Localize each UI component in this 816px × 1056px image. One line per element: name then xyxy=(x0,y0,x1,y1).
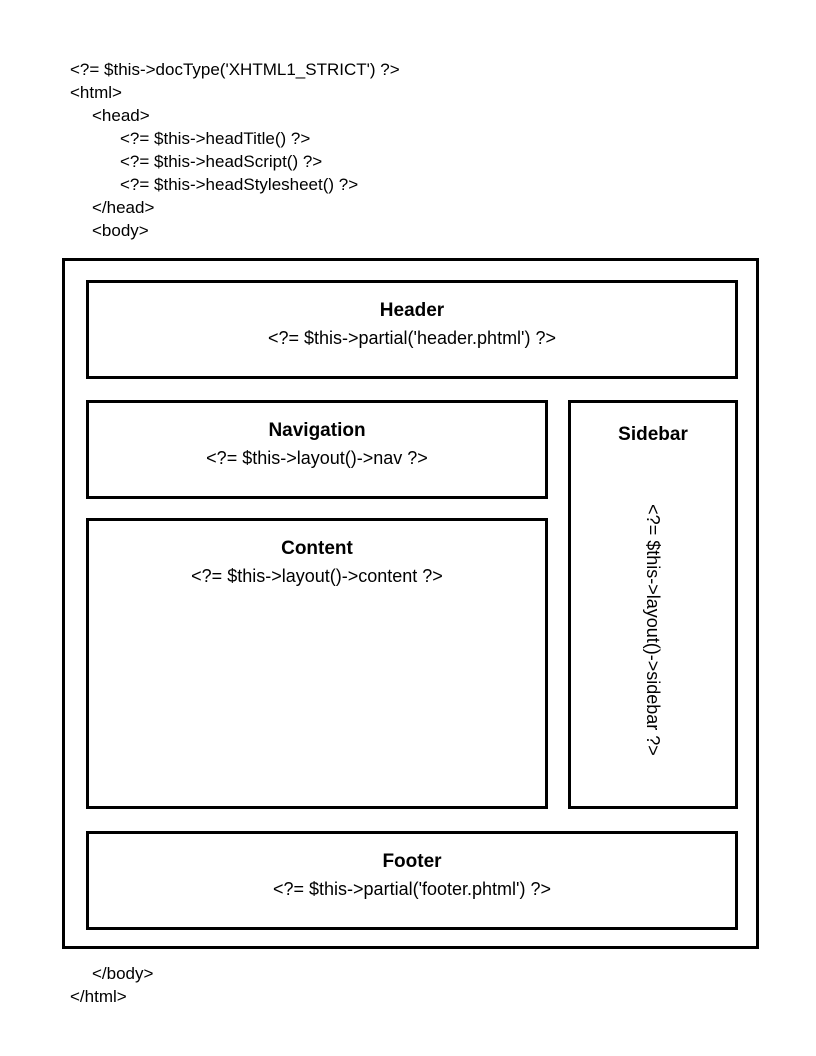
sidebar-region-box: Sidebar <?= $this->layout()->sidebar ?> xyxy=(568,400,738,809)
header-region-code: <?= $this->partial('header.phtml') ?> xyxy=(267,328,557,348)
layout-container: Header <?= $this->partial('header.phtml'… xyxy=(62,258,759,949)
code-line: <html> xyxy=(70,83,122,102)
sidebar-region-code: <?= $this->layout()->sidebar ?> xyxy=(643,504,663,756)
code-line: <?= $this->docType('XHTML1_STRICT') ?> xyxy=(70,60,400,79)
header-region-title: Header xyxy=(379,300,445,321)
code-line: <?= $this->headStylesheet() ?> xyxy=(120,175,359,194)
content-region-code: <?= $this->layout()->content ?> xyxy=(191,566,443,586)
content-region-box: Content <?= $this->layout()->content ?> xyxy=(86,518,548,809)
navigation-region-title: Navigation xyxy=(268,420,366,441)
top-code-listing: <?= $this->docType('XHTML1_STRICT') ?> <… xyxy=(0,58,816,242)
code-line: <?= $this->headScript() ?> xyxy=(120,152,323,171)
code-line: <body> xyxy=(92,221,149,240)
footer-region-code: <?= $this->partial('footer.phtml') ?> xyxy=(272,879,552,899)
sidebar-region-title: Sidebar xyxy=(618,424,688,445)
content-region-title: Content xyxy=(281,538,353,559)
code-line: </head> xyxy=(92,198,155,217)
navigation-region-box: Navigation <?= $this->layout()->nav ?> xyxy=(86,400,548,499)
footer-region-title: Footer xyxy=(382,851,442,872)
code-line: <?= $this->headTitle() ?> xyxy=(120,129,311,148)
code-line: </body> xyxy=(92,964,154,983)
bottom-code-listing: </body> </html> xyxy=(0,962,816,1008)
footer-region-box: Footer <?= $this->partial('footer.phtml'… xyxy=(86,831,738,930)
code-line: <head> xyxy=(92,106,150,125)
header-region-box: Header <?= $this->partial('header.phtml'… xyxy=(86,280,738,379)
sidebar-region-code-wrap: <?= $this->layout()->sidebar ?> xyxy=(571,455,735,805)
navigation-region-code: <?= $this->layout()->nav ?> xyxy=(206,448,428,468)
code-line: </html> xyxy=(70,987,127,1006)
